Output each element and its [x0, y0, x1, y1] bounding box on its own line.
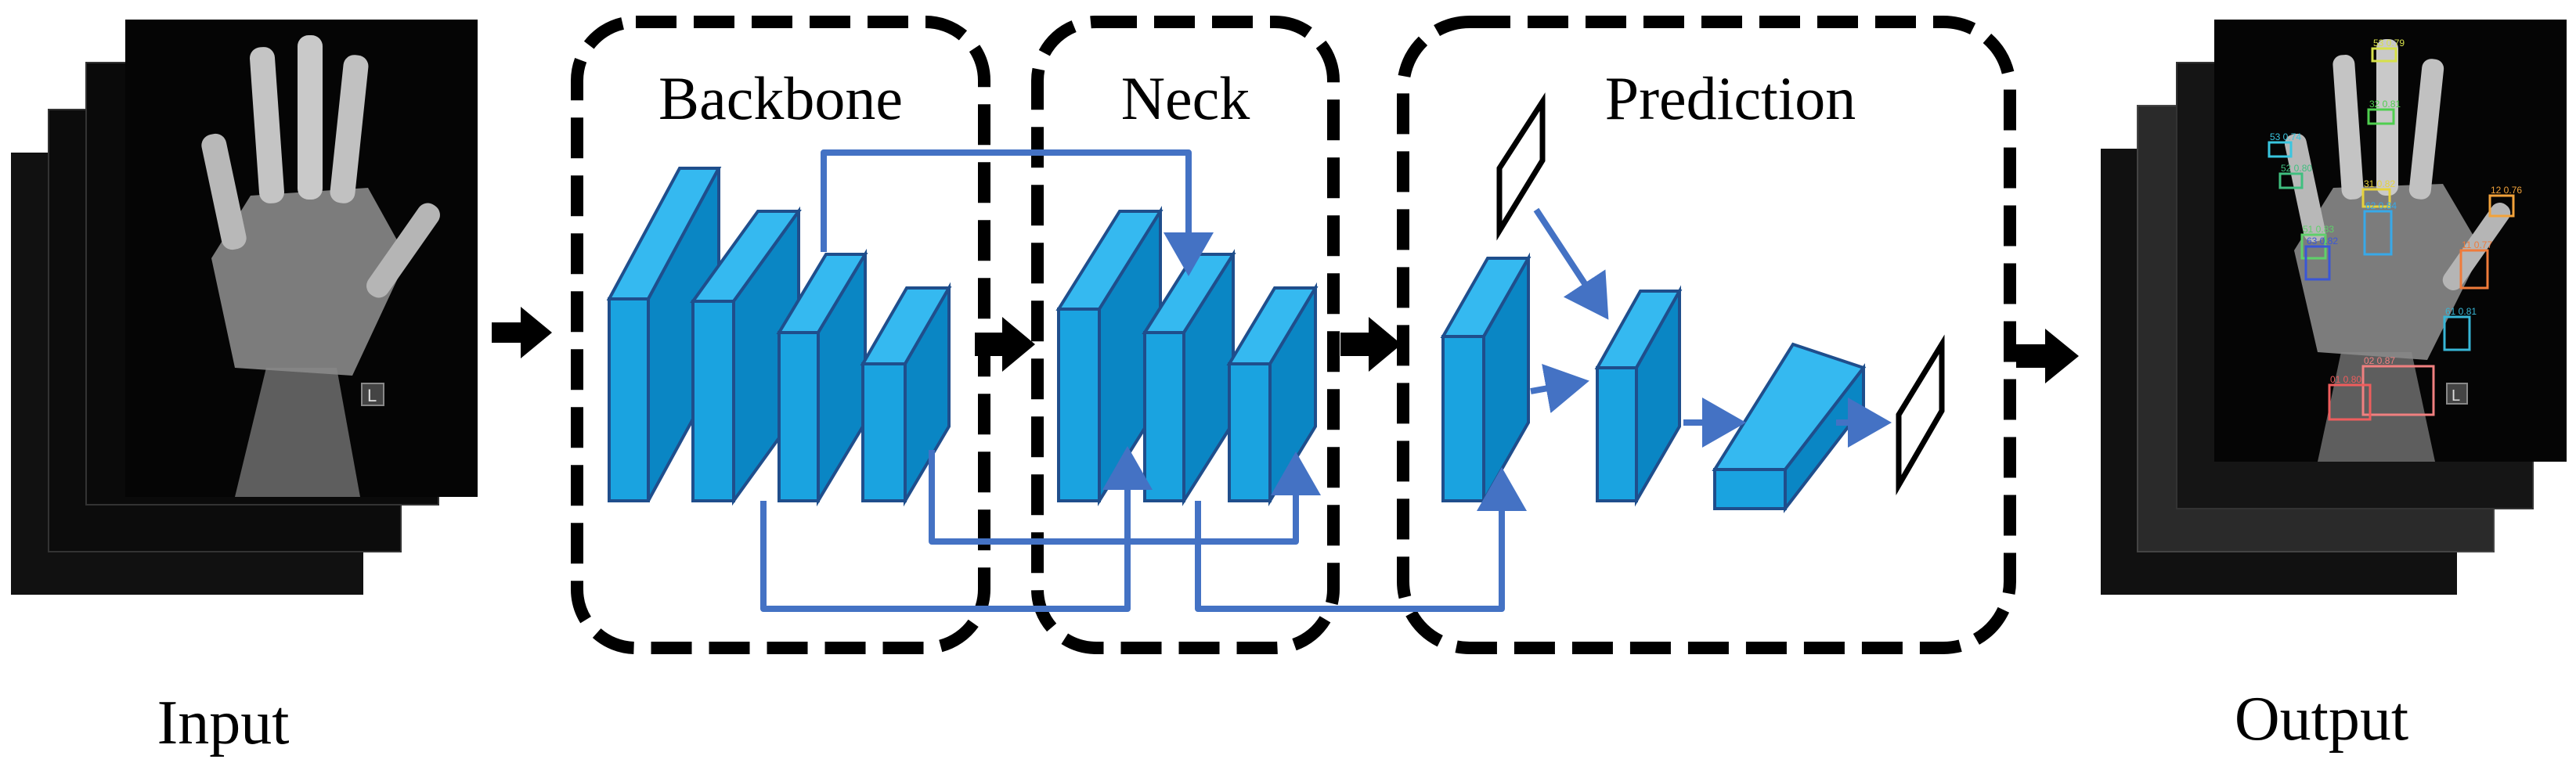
input-image-stack: L: [11, 20, 478, 595]
detection-box: 61 0.81: [2443, 306, 2477, 351]
detection-boxes: 53 0.79 32 0.81 53 0.74 52 0.80 31 0.82 12 0.…: [2268, 38, 2522, 421]
detection-box: 63 0.82: [2304, 236, 2338, 281]
prediction-layers: [1440, 92, 1945, 513]
connection-backbone-l4-to-neck: [929, 450, 1321, 545]
prediction-box: [1397, 16, 2016, 654]
prediction-layer-1: [1440, 252, 1532, 507]
arrow-backbone-to-neck: [975, 317, 1035, 372]
detection-box: 62 0.84: [2363, 200, 2397, 256]
detection-box: 32 0.81: [2367, 99, 2401, 125]
prediction-layer-2: [1594, 285, 1683, 507]
neck-layer-1: [1055, 206, 1164, 506]
input-xray-marker: L: [367, 386, 377, 405]
input-xray-front: L: [125, 20, 478, 497]
detection-label: 53 0.79: [2373, 38, 2405, 49]
detection-label: 62 0.84: [2365, 200, 2397, 211]
arrow-input-to-backbone: [492, 307, 552, 358]
backbone-layers: [606, 167, 952, 507]
arrow-neck-to-prediction: [1340, 317, 1402, 372]
detection-box: 12 0.76: [2488, 185, 2522, 218]
detection-label: 32 0.81: [2369, 99, 2401, 110]
backbone-layer-1: [606, 167, 722, 502]
detection-box: 31 0.82: [2361, 178, 2395, 208]
detection-box: 01 0.80: [2328, 374, 2372, 421]
detection-label: 53 0.74: [2270, 131, 2301, 142]
neck-layer-3: [1226, 282, 1319, 507]
detection-label: 52 0.80: [2281, 163, 2312, 174]
output-xray-marker: L: [2452, 387, 2460, 405]
output-image-stack: L 53 0.79 32 0.81 53 0.74 52 0.80 31 0.82 12 …: [2101, 20, 2567, 595]
prediction-output-plane-top: [1496, 92, 1546, 241]
detection-box: 11 0.77: [2459, 239, 2492, 290]
backbone-layer-4: [860, 282, 952, 507]
backbone-layer-3: [776, 248, 868, 507]
detection-label: 63 0.82: [2307, 236, 2338, 246]
detection-box: 53 0.79: [2371, 38, 2405, 63]
detection-label: 01 0.80: [2330, 374, 2361, 385]
backbone-box: [571, 16, 990, 654]
skip-connections: [760, 149, 1892, 612]
neck-box: [1031, 16, 1340, 654]
output-label: Output: [2235, 685, 2408, 754]
detection-box: 02 0.87: [2361, 355, 2435, 416]
connection-neck-to-prediction: [1195, 467, 1527, 612]
arrow-prediction-to-output: [2016, 329, 2079, 383]
detection-label: 61 0.81: [2445, 306, 2477, 317]
detection-label: 31 0.82: [2364, 178, 2395, 189]
connection-backbone-l2-to-neck: [760, 446, 1153, 612]
detection-label: 02 0.87: [2364, 355, 2395, 366]
neck-label: Neck: [1121, 64, 1250, 132]
detection-label: 12 0.76: [2491, 185, 2522, 196]
connection-layer1-to-layer2: [1530, 363, 1589, 413]
input-label: Input: [157, 689, 290, 757]
backbone-label: Backbone: [658, 64, 903, 132]
prediction-layer-3-bar: [1712, 342, 1867, 513]
detection-label: 11 0.77: [2462, 239, 2492, 250]
connection-backbone-top-to-neck: [821, 149, 1214, 276]
prediction-output-plane-right: [1896, 334, 1945, 496]
prediction-label: Prediction: [1605, 64, 1856, 132]
connection-plane-to-layer2: [1533, 207, 1609, 320]
detection-box: 53 0.74: [2268, 131, 2301, 158]
detection-label: 51 0.83: [2303, 224, 2334, 235]
detection-box: 52 0.80: [2278, 163, 2312, 189]
